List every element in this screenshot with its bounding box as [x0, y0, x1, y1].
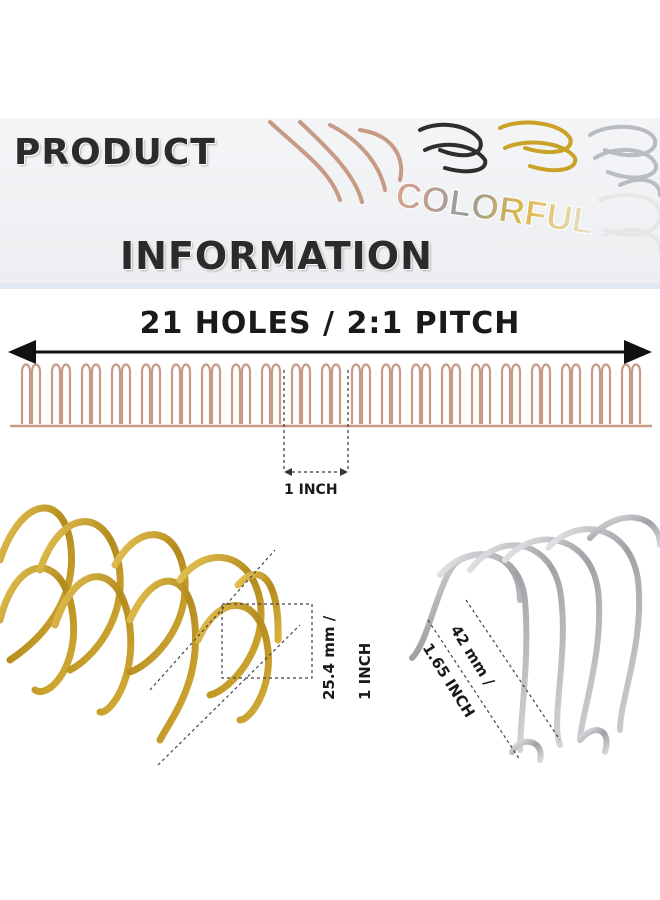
- width-arrow: [8, 340, 652, 364]
- coil-loop: [230, 363, 252, 424]
- coil-loop: [410, 363, 432, 424]
- header-band: [0, 118, 660, 288]
- coil-loop: [320, 363, 342, 424]
- coil-loop: [260, 363, 282, 424]
- coil-loop: [290, 363, 312, 424]
- pitch-diagram: [8, 340, 652, 476]
- gold-coil-closeup: [0, 504, 282, 744]
- gold-dimension-inch: 1 INCH: [356, 642, 374, 700]
- title-line-1: PRODUCT: [14, 132, 216, 173]
- coil-loop: [140, 363, 162, 424]
- rose-gold-coil: [268, 120, 404, 204]
- coil-loop: [110, 363, 132, 424]
- inch-arrow: [284, 468, 348, 476]
- coil-loop: [350, 363, 372, 424]
- inch-label: 1 INCH: [284, 482, 338, 498]
- coil-loop: [530, 363, 552, 424]
- black-coil: [418, 122, 488, 174]
- coil-loop: [380, 363, 402, 424]
- rose-gold-coil-strip: [10, 363, 652, 428]
- pitch-title: 21 HOLES / 2:1 PITCH: [139, 306, 521, 341]
- gold-coil: [498, 120, 578, 173]
- coil-loop: [590, 363, 612, 424]
- silver-coil: [588, 124, 660, 197]
- title-line-2: INFORMATION: [120, 234, 433, 278]
- inch-bracket: [283, 370, 349, 472]
- silver-coil-closeup: [409, 514, 660, 763]
- silver-dimension-guides: [427, 599, 561, 761]
- color-swatches: [268, 120, 660, 252]
- coil-loop: [620, 363, 642, 424]
- coil-loop: [20, 363, 42, 424]
- divider-bar: [0, 283, 660, 289]
- coil-loop: [470, 363, 492, 424]
- colorful-badge: COLORFUL: [393, 173, 598, 242]
- coil-loop: [80, 363, 102, 424]
- coil-loop: [170, 363, 192, 424]
- coil-loop: [560, 363, 582, 424]
- coil-loop: [440, 363, 462, 424]
- coil-loop: [200, 363, 222, 424]
- coil-loop: [500, 363, 522, 424]
- gold-dimension-guides: [149, 549, 313, 766]
- coil-loop: [50, 363, 72, 424]
- gold-dimension-mm: 25.4 mm /: [320, 615, 338, 700]
